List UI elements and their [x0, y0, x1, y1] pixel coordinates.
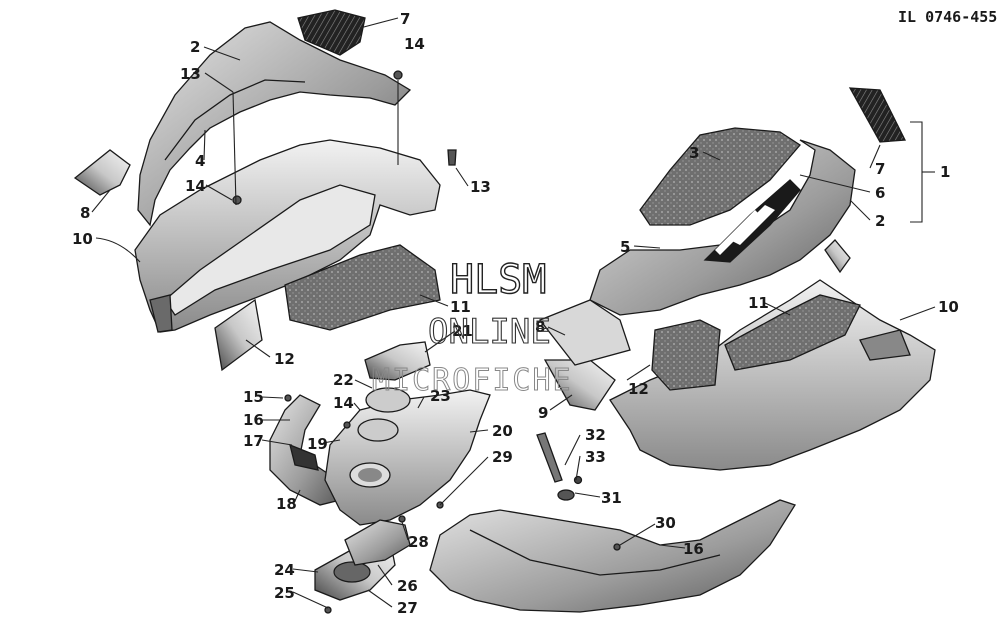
lower-assembly: [269, 341, 796, 614]
right-hood-assembly: [538, 87, 936, 471]
callout-12: 12: [628, 380, 649, 398]
callout-18: 18: [276, 495, 297, 513]
callout-16: 16: [243, 411, 264, 429]
callout-26: 26: [397, 577, 418, 595]
callout-21: 21: [452, 322, 473, 340]
callout-31: 31: [601, 489, 622, 507]
callout-20: 20: [492, 422, 513, 440]
callout-3: 3: [689, 144, 699, 162]
callout-6: 6: [875, 184, 885, 202]
watermark-line2: ONLINE: [428, 312, 551, 352]
callout-7: 7: [400, 10, 410, 28]
callout-28: 28: [408, 533, 429, 551]
watermark-line3: MICROFICHE: [372, 363, 573, 398]
callout-10: 10: [72, 230, 93, 248]
callout-5: 5: [620, 238, 630, 256]
leader-lines: [91, 17, 936, 609]
illustration-id: IL 0746-455: [898, 8, 997, 26]
callout-14: 14: [185, 177, 206, 195]
callout-4: 4: [195, 152, 205, 170]
group-1-bracket: [910, 121, 923, 223]
callout-13: 13: [470, 178, 491, 196]
callout-24: 24: [274, 561, 295, 579]
callout-labels: 1 2 2 3 4 5 6 7 7 8 8 9 10 10 11 11 12 1…: [72, 10, 959, 617]
callout-12: 12: [274, 350, 295, 368]
callout-2: 2: [190, 38, 200, 56]
callout-7: 7: [875, 160, 885, 178]
callout-14: 14: [404, 35, 425, 53]
callout-27: 27: [397, 599, 418, 617]
callout-17: 17: [243, 432, 264, 450]
callout-9: 9: [538, 404, 548, 422]
callout-29: 29: [492, 448, 513, 466]
callout-14: 14: [333, 394, 354, 412]
callout-10: 10: [938, 298, 959, 316]
callout-15: 15: [243, 388, 264, 406]
callout-8: 8: [80, 204, 90, 222]
left-hood-assembly: [73, 9, 457, 372]
callout-23: 23: [430, 387, 451, 405]
callout-22: 22: [333, 371, 354, 389]
callout-32: 32: [585, 426, 606, 444]
watermark-line1: HLSM: [450, 257, 546, 303]
watermark: HLSM ONLINE MICROFICHE: [372, 256, 573, 398]
callout-16: 16: [683, 540, 704, 558]
callout-19: 19: [307, 435, 328, 453]
callout-30: 30: [655, 514, 676, 532]
callout-8: 8: [535, 318, 545, 336]
callout-2: 2: [875, 212, 885, 230]
callout-11: 11: [748, 294, 769, 312]
callout-11: 11: [450, 298, 471, 316]
callout-13: 13: [180, 65, 201, 83]
callout-33: 33: [585, 448, 606, 466]
callout-1: 1: [940, 163, 950, 181]
callout-25: 25: [274, 584, 295, 602]
